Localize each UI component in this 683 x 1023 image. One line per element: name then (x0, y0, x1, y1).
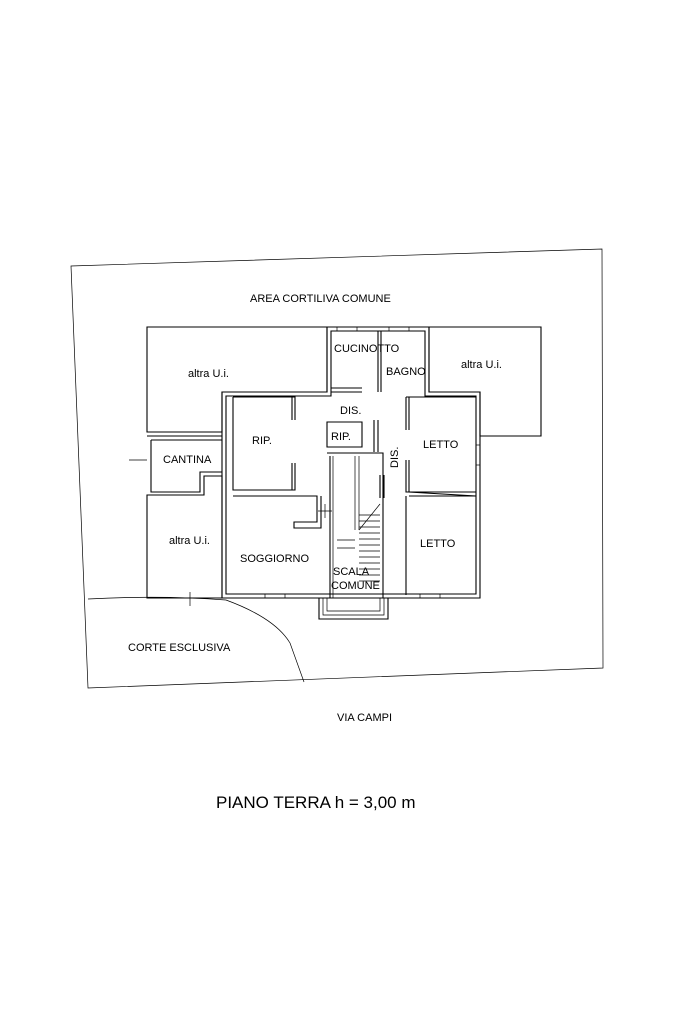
entrance-step (318, 598, 389, 620)
cantina-label: CANTINA (163, 454, 212, 466)
cucinotto-label: CUCINOTTO (334, 343, 400, 355)
property-boundary (70, 248, 604, 689)
corte-esclusiva-label: CORTE ESCLUSIVA (128, 642, 231, 654)
neighbour-unit-top-right (428, 326, 542, 437)
altra-ui-left-label: altra U.i. (188, 368, 229, 380)
internal-partitions (129, 331, 477, 598)
area-cortiliva-label: AREA CORTILIVA COMUNE (250, 293, 391, 305)
windows (264, 326, 481, 599)
dis-vertical-label: DIS. (389, 447, 401, 468)
comune-label: COMUNE (331, 580, 380, 592)
bagno-label: BAGNO (386, 366, 426, 378)
floor-title: PIANO TERRA h = 3,00 m (216, 793, 416, 812)
corte-boundary (87, 504, 332, 683)
rip-left-label: RIP. (252, 435, 272, 447)
scala-label: SCALA (333, 566, 370, 578)
soggiorno-label: SOGGIORNO (240, 553, 310, 565)
rip-center-label: RIP. (331, 431, 351, 443)
main-unit-walls (221, 326, 481, 599)
street-label: VIA CAMPI (337, 712, 392, 724)
letto-upper-label: LETTO (423, 439, 459, 451)
neighbour-unit-top-left (146, 326, 328, 433)
letto-lower-label: LETTO (420, 538, 456, 550)
altra-ui-right-label: altra U.i. (461, 359, 502, 371)
altra-ui-bottom-label: altra U.i. (169, 535, 210, 547)
dis-top-label: DIS. (340, 405, 361, 417)
